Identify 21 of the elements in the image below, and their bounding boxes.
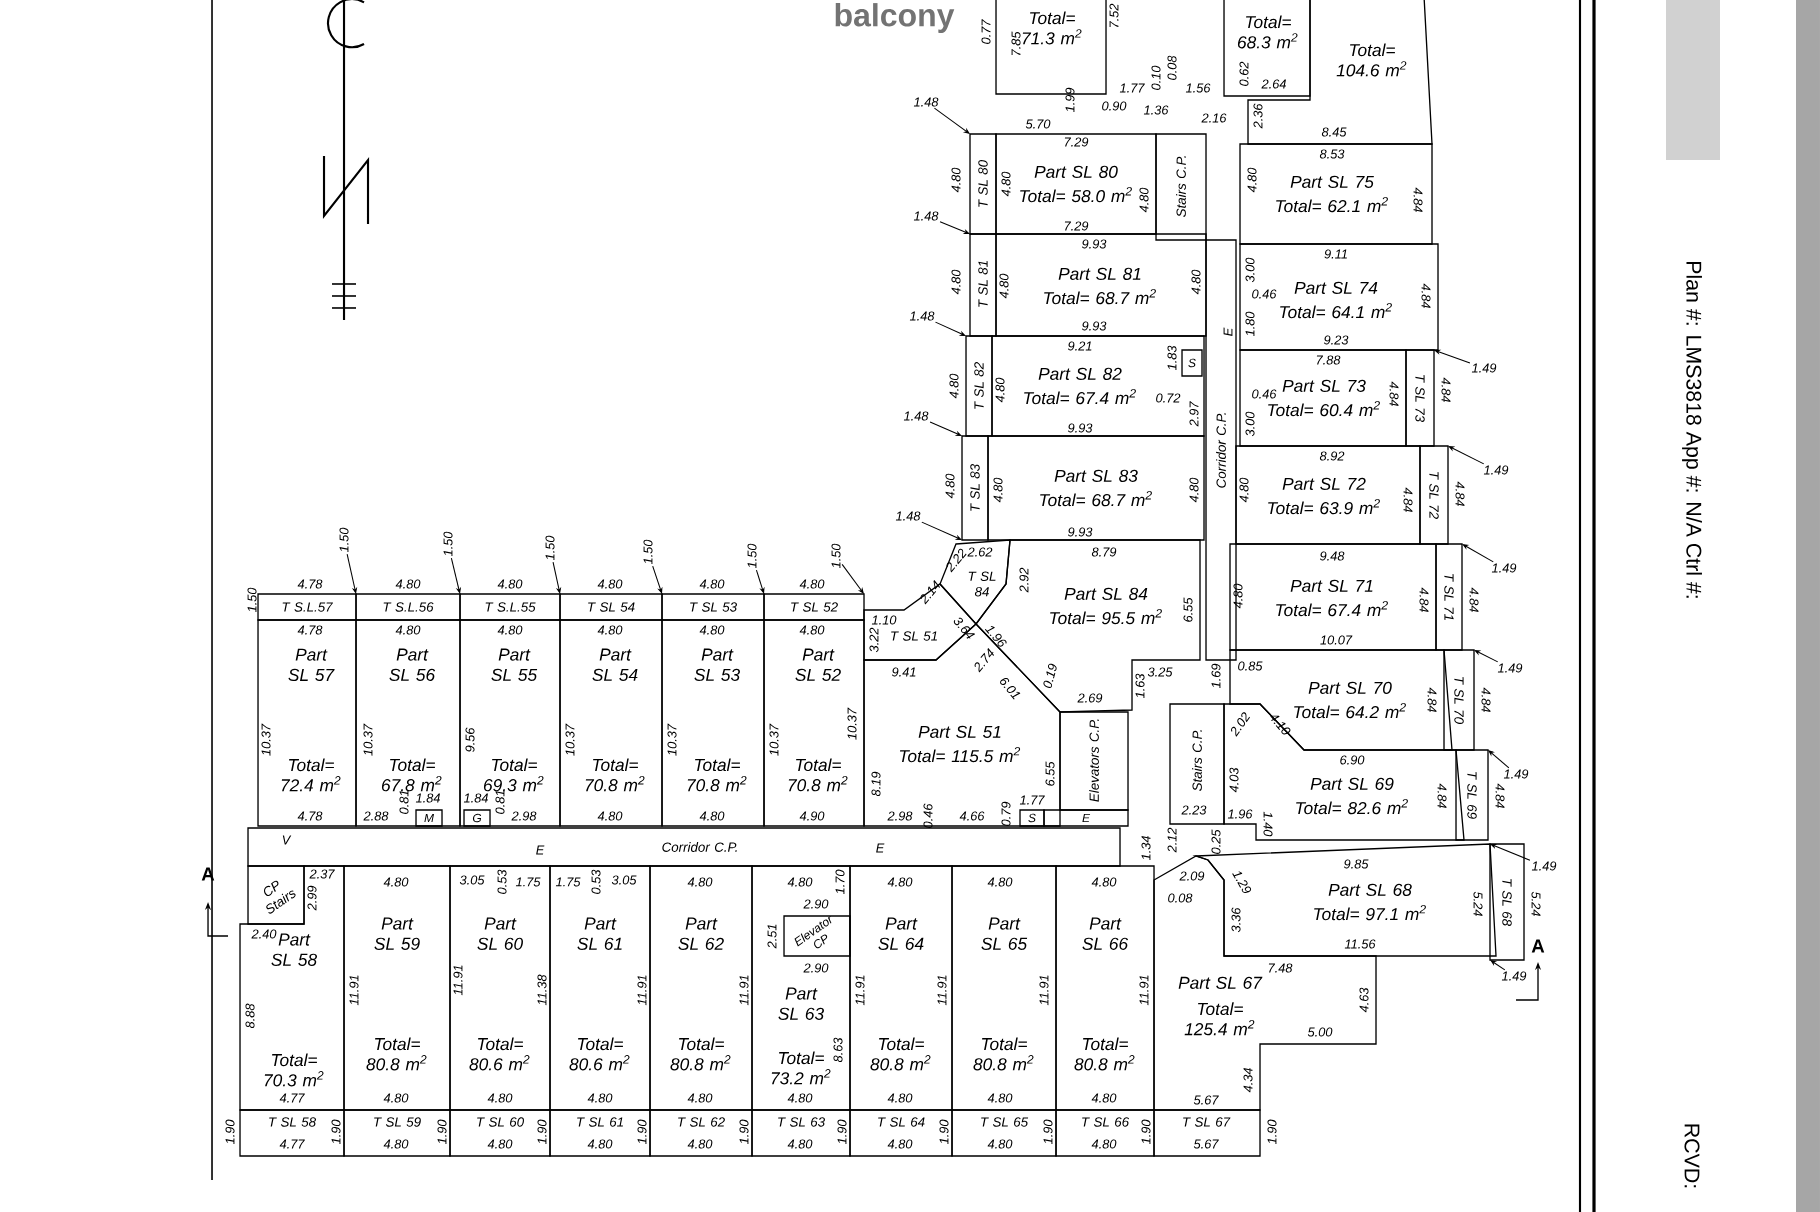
leader-line — [1488, 750, 1510, 769]
leader-line — [1448, 446, 1485, 465]
leader-line — [921, 521, 962, 540]
leader-line — [939, 221, 970, 234]
leader-line — [552, 561, 562, 594]
leader-line — [934, 321, 966, 336]
leader-line — [450, 557, 462, 594]
plan-number-text: Plan #: LMS3818 App #: N/A Ctrl #: — [1682, 262, 1702, 598]
area-label: balcony — [835, 3, 955, 33]
stamp-text: RCVD: — [1684, 1124, 1700, 1188]
leader-line — [755, 569, 765, 594]
leader-line — [652, 565, 663, 594]
leader-line — [933, 107, 970, 134]
leader-line — [929, 421, 962, 436]
leader-line — [1434, 349, 1471, 364]
leader-line — [346, 553, 358, 594]
leader-line — [1490, 960, 1506, 971]
leader-line — [841, 563, 864, 594]
leader-line — [1474, 650, 1499, 663]
leader-line — [1490, 844, 1531, 861]
leader-line — [1462, 544, 1494, 563]
